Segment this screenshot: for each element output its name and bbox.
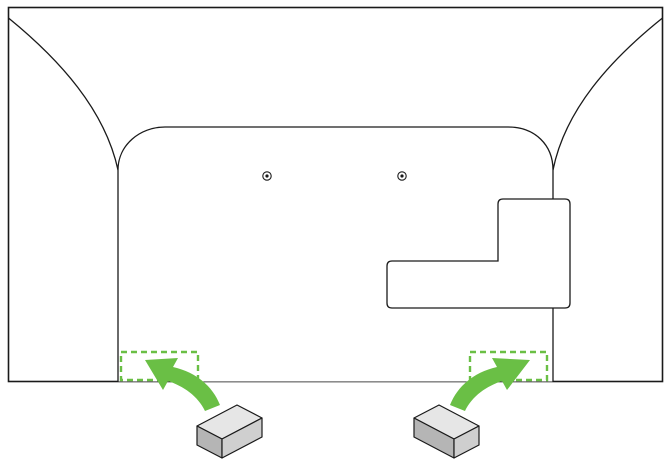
rear-bulge-panel: [117, 126, 554, 382]
left-contour-curve: [8, 17, 119, 171]
screw-hole-icon: [397, 171, 407, 181]
right-contour-curve: [552, 17, 663, 171]
left-box-block-icon: [196, 404, 263, 459]
right-box-block-icon: [413, 404, 480, 459]
screw-hole-icon: [262, 171, 272, 181]
left-curved-arrow-icon: [145, 358, 220, 411]
right-curved-arrow-icon: [450, 358, 530, 411]
terminal-panel: [386, 198, 571, 309]
